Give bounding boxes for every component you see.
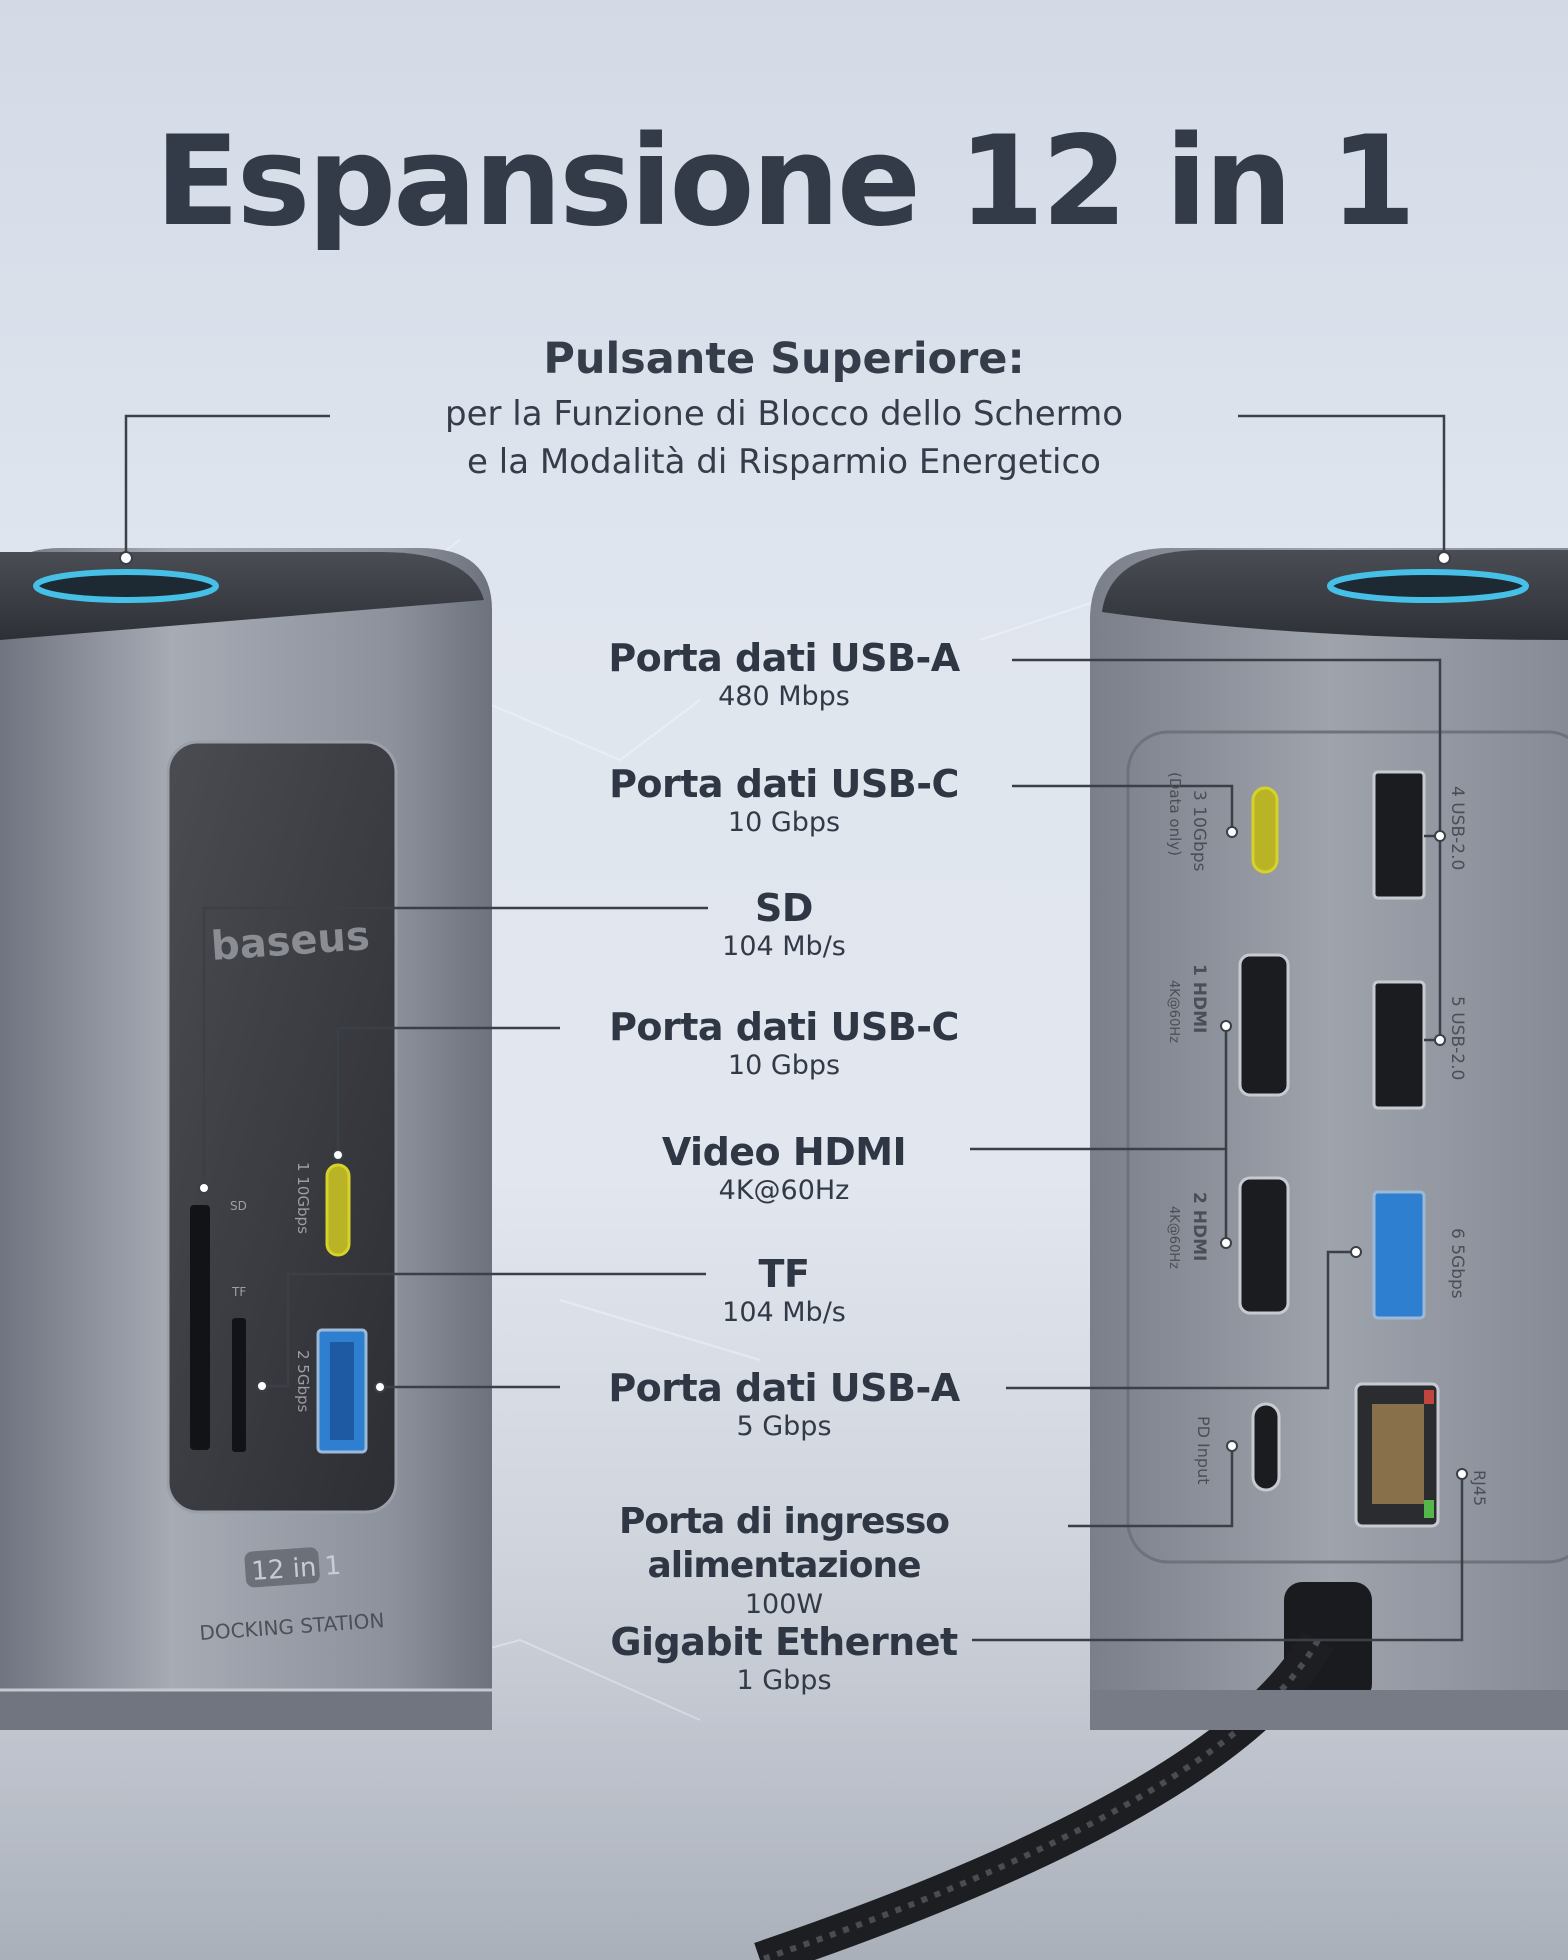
port-label-hdmi: Video HDMI 4K@60Hz (484, 1130, 1084, 1208)
port-speed: 1 Gbps (736, 1665, 832, 1696)
right-usbc-top-label: 3 10Gbps (1189, 790, 1209, 872)
port-speed: 10 Gbps (727, 1050, 841, 1081)
port-label-usb-c-10g-left: Porta dati USB-C 10 Gbps (484, 1005, 1084, 1083)
callout-dots (119, 551, 1468, 1480)
port-speed: 4K@60Hz (718, 1175, 850, 1206)
port-title: Video HDMI (661, 1130, 907, 1174)
right-hdmi2-label: 2 HDMI (1189, 1192, 1209, 1261)
right-usb3-label: 6 5Gbps (1447, 1228, 1467, 1299)
port-label-usb-c-10g-right: Porta dati USB-C 10 Gbps (484, 762, 1084, 840)
left-sd-label: SD (230, 1199, 247, 1213)
right-hdmi1-res: 4K@60Hz (1166, 980, 1181, 1043)
right-rj45-label: RJ45 (1470, 1470, 1489, 1506)
port-speed: 100W (744, 1589, 824, 1620)
port-title: Gigabit Ethernet (610, 1620, 958, 1664)
port-speed: 480 Mbps (718, 681, 850, 712)
port-label-gigabit-ethernet: Gigabit Ethernet 1 Gbps (484, 1620, 1084, 1698)
callout-lines (124, 414, 1464, 1642)
page-title: Espansione 12 in 1 (154, 110, 1416, 254)
port-title: Porta dati USB-C (609, 1005, 959, 1049)
port-speed: 5 Gbps (736, 1411, 832, 1442)
port-title: Porta dati USB-A (608, 636, 960, 680)
right-dock-device (754, 548, 1568, 1960)
brand-logo: baseus (209, 913, 371, 970)
port-title: Porta dati USB-A (608, 1366, 960, 1410)
right-pd-label: PD Input (1194, 1416, 1213, 1484)
port-title: Porta di ingresso alimentazione (618, 1501, 950, 1586)
port-label-tf: TF 104 Mb/s (484, 1252, 1084, 1330)
right-usb2-a-label: 4 USB-2.0 (1447, 786, 1467, 870)
right-usbc-top-note: (Data only) (1166, 772, 1184, 856)
port-label-usb-a-480: Porta dati USB-A 480 Mbps (484, 636, 1084, 714)
port-speed: 104 Mb/s (722, 931, 846, 962)
right-usb2-b-label: 5 USB-2.0 (1447, 996, 1467, 1080)
left-tf-label: TF (231, 1285, 246, 1299)
left-usbc-label: 1 10Gbps (294, 1162, 312, 1234)
port-title: TF (758, 1252, 810, 1296)
port-title: SD (755, 886, 813, 930)
top-button-title: Pulsante Superiore: (543, 334, 1025, 384)
top-button-desc-line2: e la Modalità di Risparmio Energetico (467, 442, 1101, 482)
port-speed: 10 Gbps (727, 807, 841, 838)
port-speed: 104 Mb/s (722, 1297, 846, 1328)
right-hdmi1-label: 1 HDMI (1189, 964, 1209, 1033)
right-hdmi2-res: 4K@60Hz (1166, 1206, 1181, 1269)
top-button-desc-line1: per la Funzione di Blocco dello Schermo (445, 394, 1123, 434)
port-label-power-input: Porta di ingresso alimentazione 100W (484, 1500, 1084, 1622)
device-badge: 12 in 1 (250, 1551, 342, 1587)
port-label-sd: SD 104 Mb/s (484, 886, 1084, 964)
left-usba-label: 2 5Gbps (294, 1350, 312, 1413)
port-title: Porta dati USB-C (609, 762, 959, 806)
port-label-usb-a-5g: Porta dati USB-A 5 Gbps (484, 1366, 1084, 1444)
left-dock-device (0, 548, 492, 1730)
